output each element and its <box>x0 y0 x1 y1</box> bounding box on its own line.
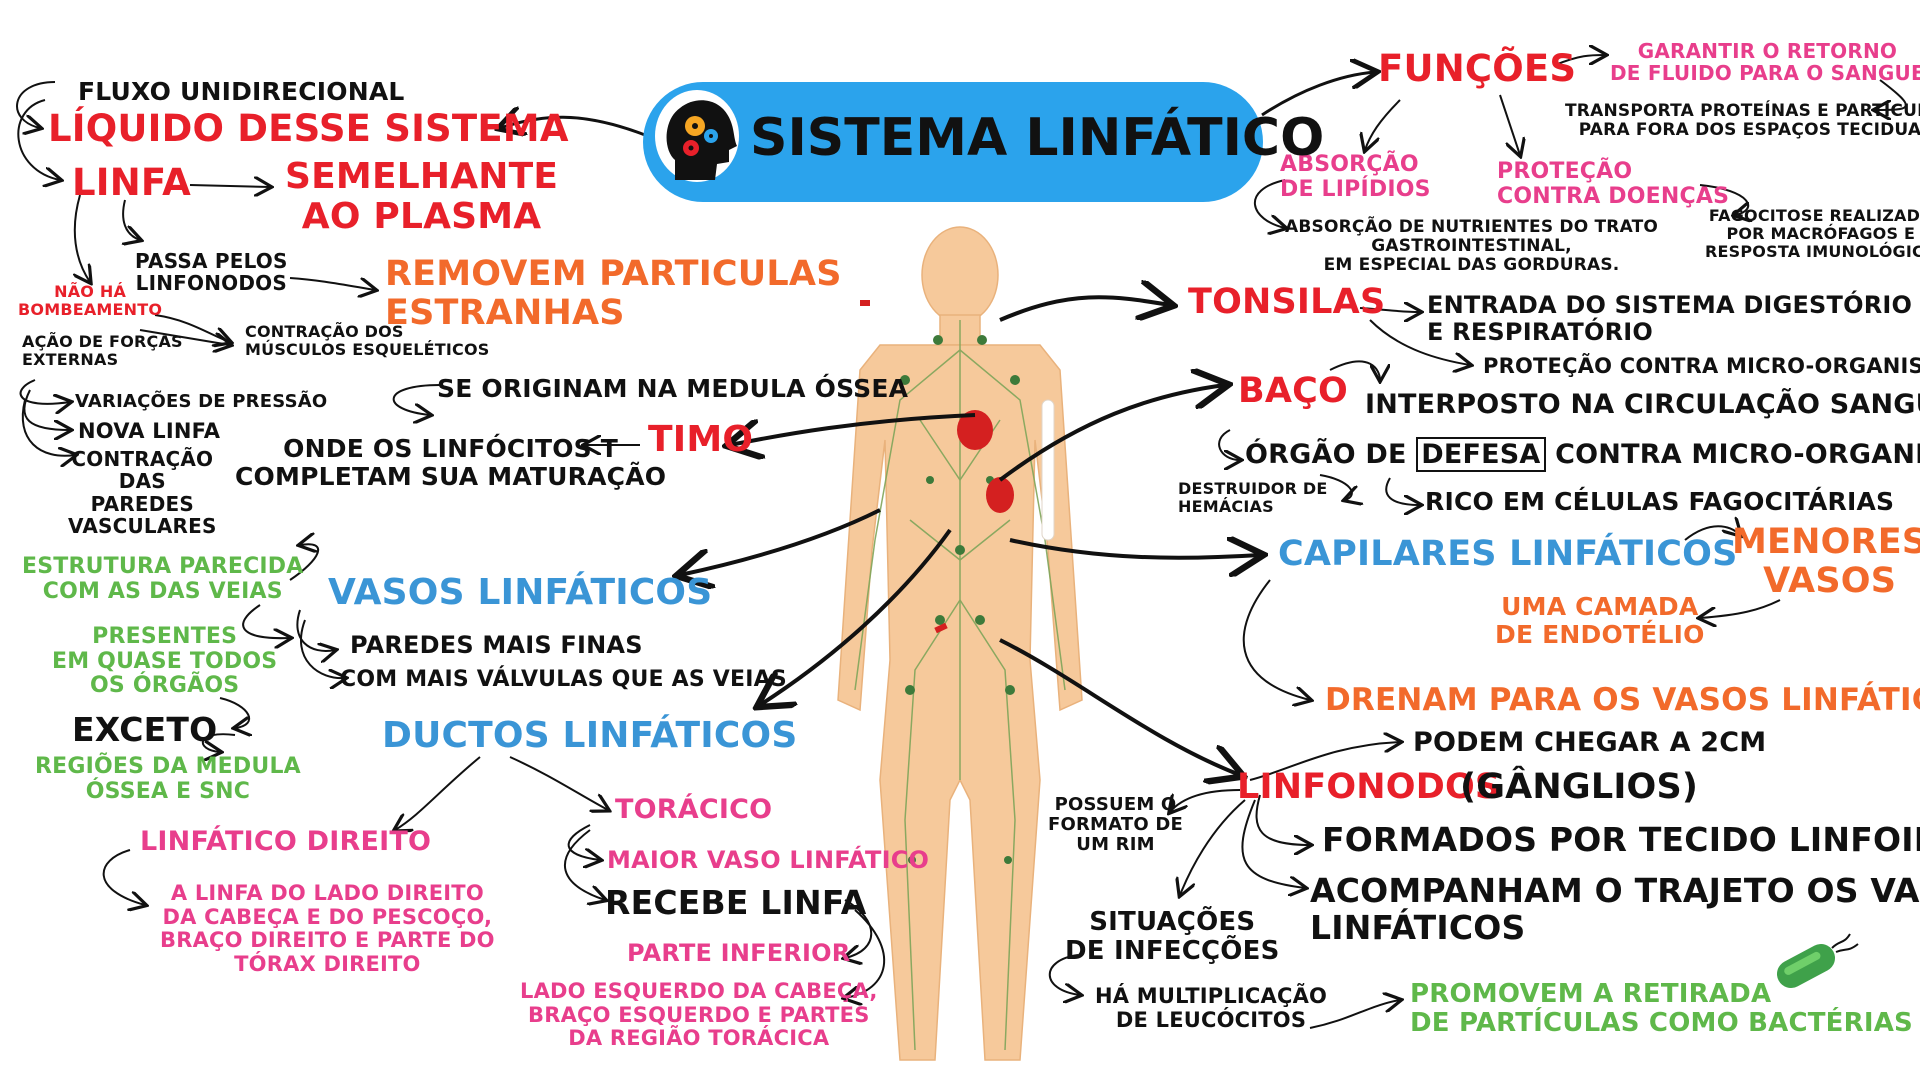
nao-ha-bombeamento: NÃO HÁ BOMBEAMENTO <box>18 282 163 319</box>
transporta-proteinas: TRANSPORTA PROTEÍNAS E PARTÍCULAS PARA F… <box>1565 101 1920 141</box>
defesa-box: DEFESA <box>1416 437 1546 472</box>
formados-tecido: FORMADOS POR TECIDO LINFOIDE <box>1322 820 1920 859</box>
regioes-medula: REGIÕES DA MEDULA ÓSSEA E SNC <box>35 754 301 804</box>
acao-de-forcas: AÇÃO DE FORÇAS EXTERNAS <box>22 332 183 369</box>
drenam-vasos: DRENAM PARA OS VASOS LINFÁTICOS <box>1325 682 1920 718</box>
capilares-linfaticos: CAPILARES LINFÁTICOS <box>1278 534 1738 574</box>
toracico-label: TORÁCICO <box>615 794 773 825</box>
acompanham-trajeto: ACOMPANHAM O TRAJETO OS VASOS LINFÁTICOS <box>1310 871 1920 947</box>
semelhante-ao-plasma: SEMELHANTE AO PLASMA <box>285 156 559 238</box>
se-originam-medula: SE ORIGINAM NA MEDULA ÓSSEA <box>437 374 909 403</box>
podem-chegar: PODEM CHEGAR A 2CM <box>1413 727 1767 758</box>
funcoes-label: FUNÇÕES <box>1378 47 1577 90</box>
orgao-defesa-line: ÓRGÃO DE DEFESA CONTRA MICRO-ORGANISMOS <box>1245 437 1920 472</box>
timo-label: TIMO <box>648 419 754 460</box>
presentes-orgaos: PRESENTES EM QUASE TODOS OS ÓRGÃOS <box>52 624 278 699</box>
protecao-micro: PROTEÇÃO CONTRA MICRO-ORGANISMOS <box>1483 354 1920 378</box>
ganglios-label: (GÂNGLIOS) <box>1460 767 1699 807</box>
ductos-linfaticos: DUCTOS LINFÁTICOS <box>382 715 798 756</box>
tonsilas-label: TONSILAS <box>1188 282 1386 322</box>
variacoes-pressao: VARIAÇÕES DE PRESSÃO <box>75 391 328 412</box>
fagocitose: FAGOCITOSE REALIZADA POR MACRÓFAGOS E RE… <box>1705 206 1920 261</box>
absorcao-nutrientes: ABSORÇÃO DE NUTRIENTES DO TRATO GASTROIN… <box>1285 217 1659 276</box>
page-title: SISTEMA LINFÁTICO <box>750 108 1325 168</box>
nova-linfa: NOVA LINFA <box>78 419 221 443</box>
menores-vasos: MENORES VASOS <box>1732 522 1920 602</box>
maior-vaso: MAIOR VASO LINFÁTICO <box>607 846 930 874</box>
interposto: INTERPOSTO NA CIRCULAÇÃO SANGUÍNEA <box>1365 389 1920 420</box>
orgao-de-text: ÓRGÃO DE <box>1245 439 1407 470</box>
contracao-musculos: CONTRAÇÃO DOS MÚSCULOS ESQUELÉTICOS <box>245 322 490 359</box>
promovem-retirada: PROMOVEM A RETIRADA DE PARTÍCULAS COMO B… <box>1410 979 1913 1039</box>
recebe-linfa: RECEBE LINFA <box>605 883 867 922</box>
protecao-doencas: PROTEÇÃO CONTRA DOENÇAS <box>1497 159 1730 209</box>
title-pill <box>643 82 1263 202</box>
paredes-mais-finas: PAREDES MAIS FINAS <box>350 631 643 659</box>
possuem-formato: POSSUEM O FORMATO DE UM RIM <box>1048 794 1183 856</box>
brain-gears-icon <box>655 90 739 182</box>
linfatico-direito: LINFÁTICO DIREITO <box>140 826 432 857</box>
baco-label: BAÇO <box>1238 371 1349 411</box>
mais-valvulas: COM MAIS VÁLVULAS QUE AS VEIAS <box>340 667 787 692</box>
removem-particulas: REMOVEM PARTICULAS ESTRANHAS <box>385 254 842 334</box>
linfonodos-label: LINFONODOS <box>1237 767 1501 807</box>
estrutura-parecida: ESTRUTURA PARECIDA COM AS DAS VEIAS <box>22 554 304 604</box>
parte-inferior: PARTE INFERIOR <box>627 939 851 967</box>
onde-linfocitos: ONDE OS LINFÓCITOS T COMPLETAM SUA MATUR… <box>235 434 667 491</box>
garantir-retorno: GARANTIR O RETORNO DE FLUIDO PARA O SANG… <box>1610 39 1920 86</box>
ha-multiplicacao: HÁ MULTIPLICAÇÃO DE LEUCÓCITOS <box>1095 984 1328 1032</box>
exceto-label: EXCETO <box>72 710 218 749</box>
contra-micro-text: CONTRA MICRO-ORGANISMOS <box>1555 439 1920 470</box>
liquido-desse-sistema: LÍQUIDO DESSE SISTEMA <box>48 107 569 150</box>
lado-esquerdo: LADO ESQUERDO DA CABEÇA, BRAÇO ESQUERDO … <box>520 979 878 1051</box>
bacteria-icon <box>1776 933 1859 988</box>
rico-celulas: RICO EM CÉLULAS FAGOCITÁRIAS <box>1425 487 1895 516</box>
human-body-lymph-icon <box>837 226 1083 1061</box>
vasos-linfaticos: VASOS LINFÁTICOS <box>328 572 713 613</box>
linfa-label: LINFA <box>72 161 191 204</box>
destruidor-hemacias: DESTRUIDOR DE HEMÁCIAS <box>1178 479 1328 516</box>
absorcao-lipidios: ABSORÇÃO DE LIPÍDIOS <box>1280 152 1431 202</box>
fluxo-unidirecional: FLUXO UNIDIRECIONAL <box>78 77 405 106</box>
linfa-lado-direito: A LINFA DO LADO DIREITO DA CABEÇA E DO P… <box>160 881 495 976</box>
entrada-sistema: ENTRADA DO SISTEMA DIGESTÓRIO E RESPIRAT… <box>1427 291 1913 346</box>
situacoes-infeccoes: SITUAÇÕES DE INFECÇÕES <box>1065 907 1280 967</box>
uma-camada: UMA CAMADA DE ENDOTÉLIO <box>1495 592 1705 649</box>
passa-pelos-linfonodos: PASSA PELOS LINFONODOS <box>135 249 288 296</box>
contracao-paredes: CONTRAÇÃO DAS PAREDES VASCULARES <box>68 447 217 539</box>
